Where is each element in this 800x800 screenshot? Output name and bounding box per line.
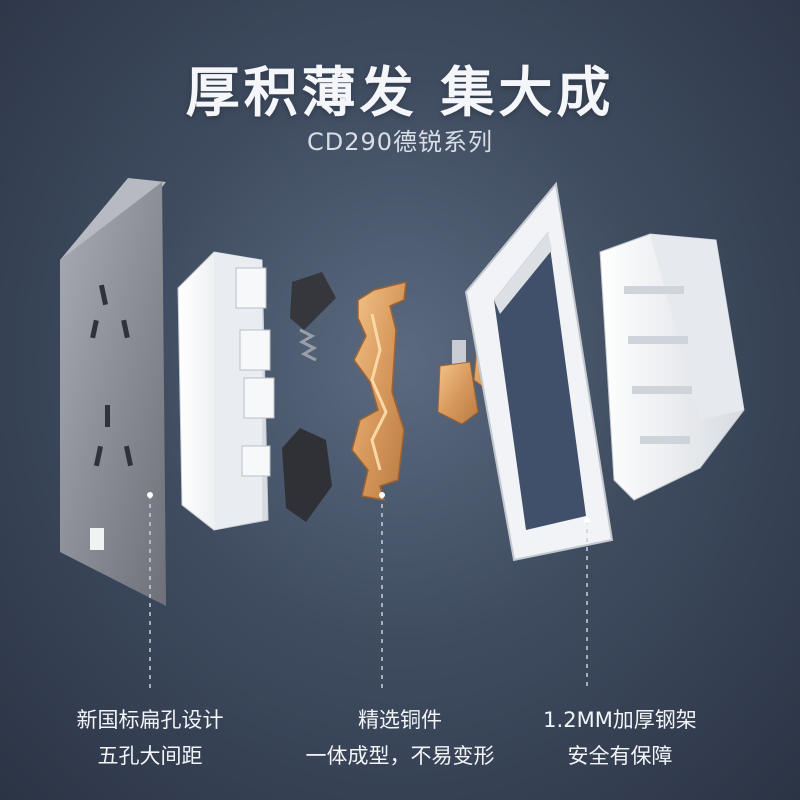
feature-caption-line1: 新国标扁孔设计 [76, 708, 224, 732]
series-name: CD290德锐系列 [306, 128, 494, 156]
feature-caption-copper: 精选铜件 一体成型，不易变形 [270, 702, 530, 774]
leader-lines [149, 495, 588, 690]
feature-caption-steel-frame: 1.2MM加厚钢架 安全有保障 [490, 702, 750, 774]
shutter-parts [282, 272, 336, 522]
rear-box [599, 233, 745, 501]
feature-caption-line1: 1.2MM加厚钢架 [543, 708, 697, 732]
headline: 厚积薄发 集大成 [185, 61, 615, 124]
feature-caption-line1: 精选铜件 [358, 708, 442, 732]
mounting-frame [464, 181, 614, 562]
feature-caption-plug-holes: 新国标扁孔设计 五孔大间距 [20, 702, 280, 774]
copper-contact [351, 281, 407, 501]
feature-caption-line2: 五孔大间距 [97, 744, 203, 768]
socket-base [177, 251, 275, 531]
feature-caption-line2: 一体成型，不易变形 [305, 744, 495, 768]
leader-dot-copper [379, 492, 385, 498]
face-panel [60, 178, 166, 606]
feature-caption-line2: 安全有保障 [567, 744, 673, 768]
leader-dot-frame [584, 517, 590, 523]
leader-dot-panel [147, 492, 153, 498]
